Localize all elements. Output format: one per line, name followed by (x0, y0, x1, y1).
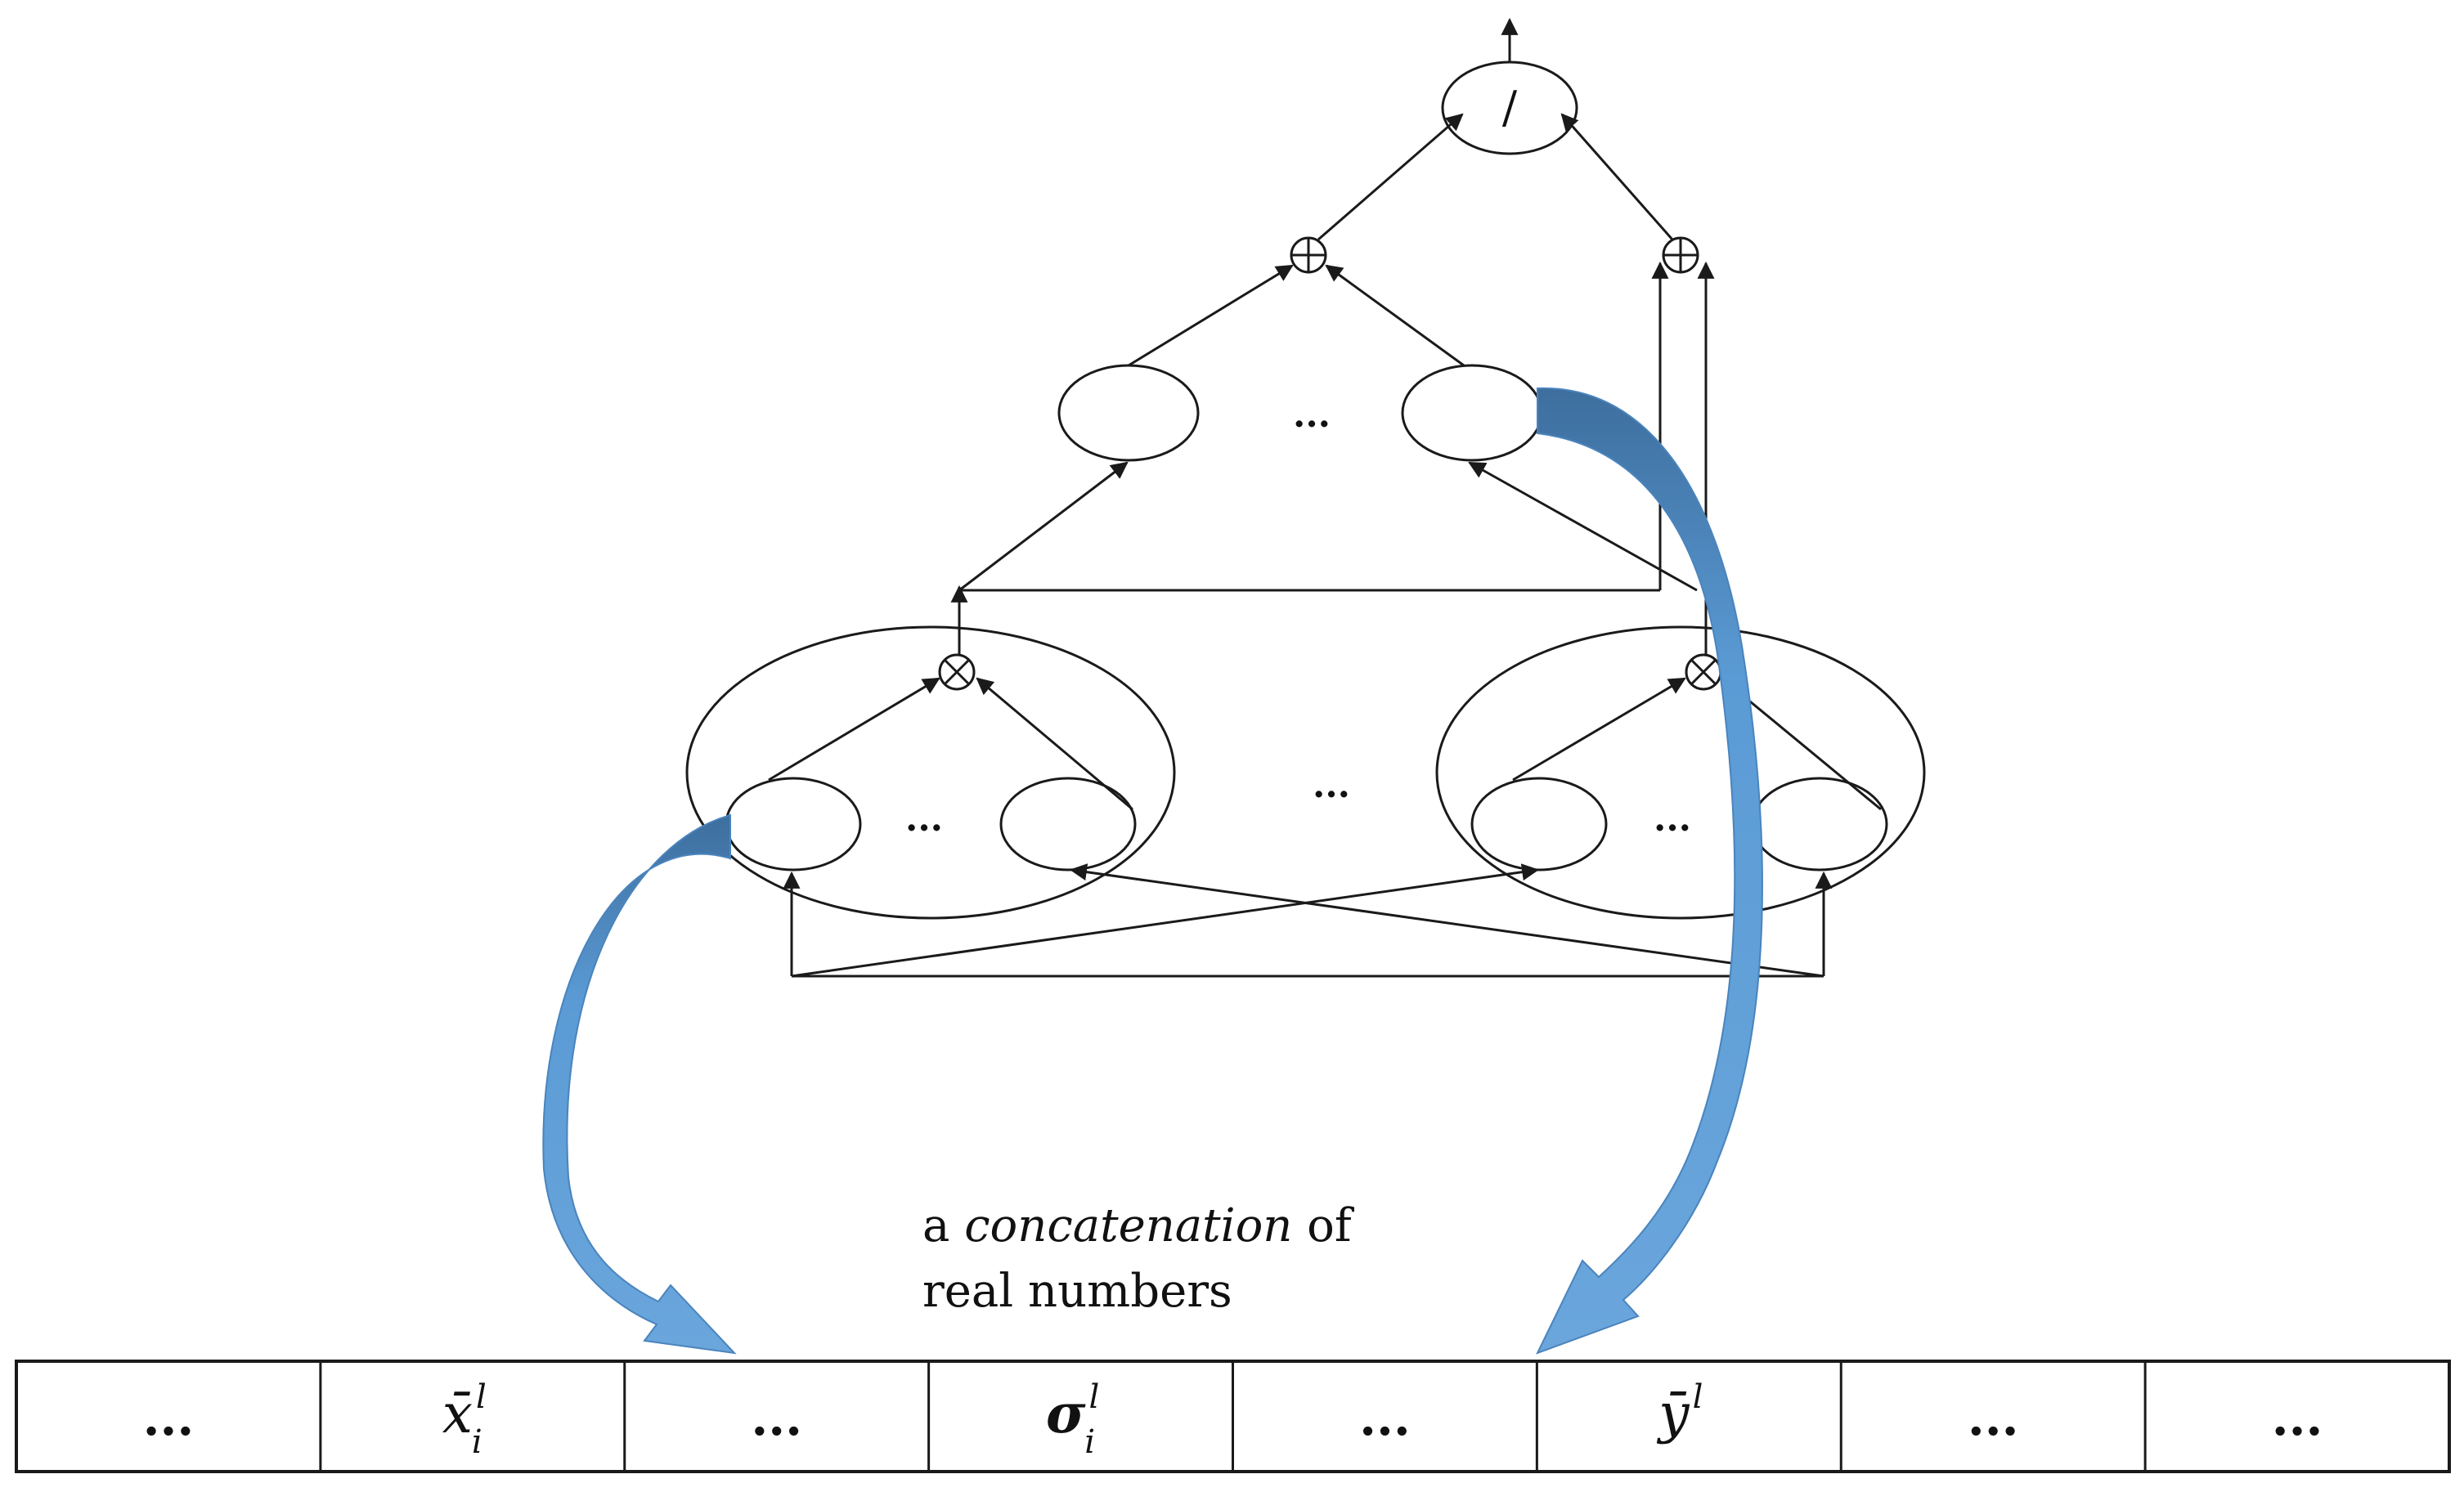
edge-sumL-to-division (1317, 113, 1464, 241)
caption-suffix: of (1292, 1199, 1355, 1252)
product-node-right (1685, 653, 1722, 691)
chromosome-cell-8: ... (2272, 1390, 2323, 1447)
chromosome-cell-5: ... (1359, 1390, 1411, 1447)
membership-node-left-1 (725, 777, 862, 871)
chromosome-cell-7: ... (1968, 1390, 2019, 1447)
chromosome-cell-3: ... (751, 1390, 802, 1447)
fuzzy-group-left: ... (685, 625, 1176, 920)
rule-ellipsis: ... (1293, 394, 1331, 436)
membership-node-right-1 (1470, 777, 1608, 871)
edge-sumR-to-division (1560, 113, 1674, 240)
rule-node-left (1057, 364, 1200, 462)
membership-ellipsis-left: ... (905, 798, 943, 840)
output-division-node: / (1441, 60, 1578, 155)
edge-rule-right-to-sum (1325, 264, 1465, 367)
caption-prefix: a (922, 1199, 964, 1252)
rule-node-right (1401, 364, 1543, 462)
chromosome-cell-1: ... (143, 1390, 195, 1447)
blue-arrow-right (1536, 387, 1763, 1355)
caption-line-2: real numbers (922, 1265, 1232, 1318)
edge-bus-to-rule-left (958, 461, 1129, 592)
caption-emphasis: concatenation (964, 1199, 1292, 1252)
membership-node-right-2 (1751, 777, 1888, 871)
membership-ellipsis-right: ... (1654, 798, 1691, 840)
input-cross-to-right (791, 863, 1540, 978)
blue-arrow-left (542, 813, 737, 1355)
edge-rule-left-to-sum (1128, 264, 1294, 367)
division-operator: / (1502, 82, 1518, 133)
input-cross-to-left (1069, 863, 1824, 978)
membership-node-left-2 (999, 777, 1137, 871)
product-node-left (938, 653, 976, 691)
sum-node-left (1290, 236, 1327, 274)
fuzzy-group-right: ... (1435, 625, 1926, 920)
caption-line-1: a concatenation of (922, 1199, 1355, 1252)
group-ellipsis: ... (1313, 764, 1350, 806)
sum-node-right (1662, 236, 1699, 274)
